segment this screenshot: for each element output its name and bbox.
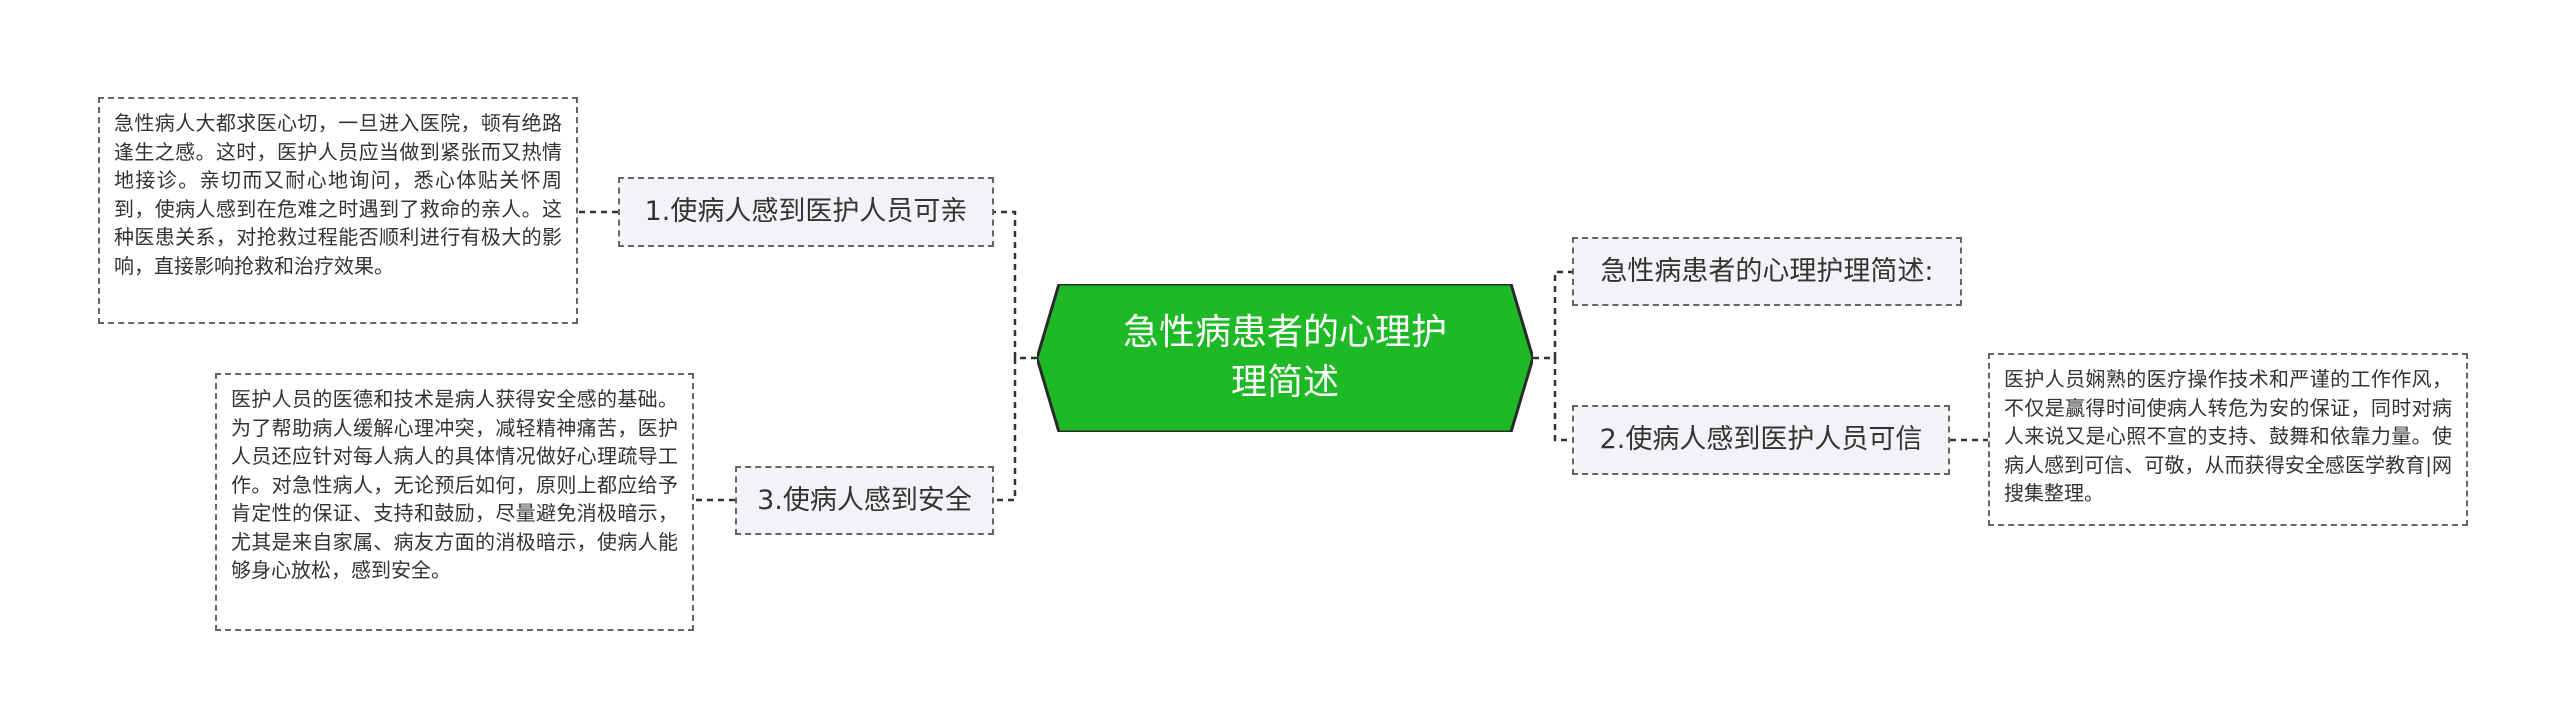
topic-summary-label: 急性病患者的心理护理简述: <box>1600 255 1934 287</box>
topic-1[interactable]: 1.使病人感到医护人员可亲 <box>618 177 994 247</box>
topic-summary[interactable]: 急性病患者的心理护理简述: <box>1572 237 1962 306</box>
note-2[interactable]: 医护人员娴熟的医疗操作技术和严谨的工作作风，不仅是赢得时间使病人转危为安的保证，… <box>1988 353 2468 526</box>
root-title: 急性病患者的心理护理简述 <box>1122 312 1447 403</box>
topic-3-label: 3.使病人感到安全 <box>757 484 972 516</box>
topic-2-label: 2.使病人感到医护人员可信 <box>1599 424 1923 455</box>
note-3-text: 医护人员的医德和技术是病人获得安全感的基础。为了帮助病人缓解心理冲突，减轻精神痛… <box>231 387 678 582</box>
topic-1-label: 1.使病人感到医护人员可亲 <box>644 196 968 227</box>
note-1[interactable]: 急性病人大都求医心切，一旦进入医院，顿有绝路逢生之感。这时，医护人员应当做到紧张… <box>98 97 578 324</box>
note-3[interactable]: 医护人员的医德和技术是病人获得安全感的基础。为了帮助病人缓解心理冲突，减轻精神痛… <box>215 373 694 631</box>
connector-root-to-summary <box>1533 270 1572 360</box>
topic-3[interactable]: 3.使病人感到安全 <box>735 466 994 535</box>
connector-root-to-topic-1 <box>994 210 1037 360</box>
topic-2[interactable]: 2.使病人感到医护人员可信 <box>1572 405 1950 475</box>
note-2-text: 医护人员娴熟的医疗操作技术和严谨的工作作风，不仅是赢得时间使病人转危为安的保证，… <box>2004 367 2452 505</box>
connector-root-to-topic-3 <box>994 358 1017 502</box>
connector-root-to-topic-2 <box>1553 358 1572 442</box>
note-1-text: 急性病人大都求医心切，一旦进入医院，顿有绝路逢生之感。这时，医护人员应当做到紧张… <box>114 111 562 278</box>
root-hexagon-shape <box>1037 284 1533 432</box>
root-topic[interactable]: 急性病患者的心理护理简述 <box>1037 284 1533 432</box>
